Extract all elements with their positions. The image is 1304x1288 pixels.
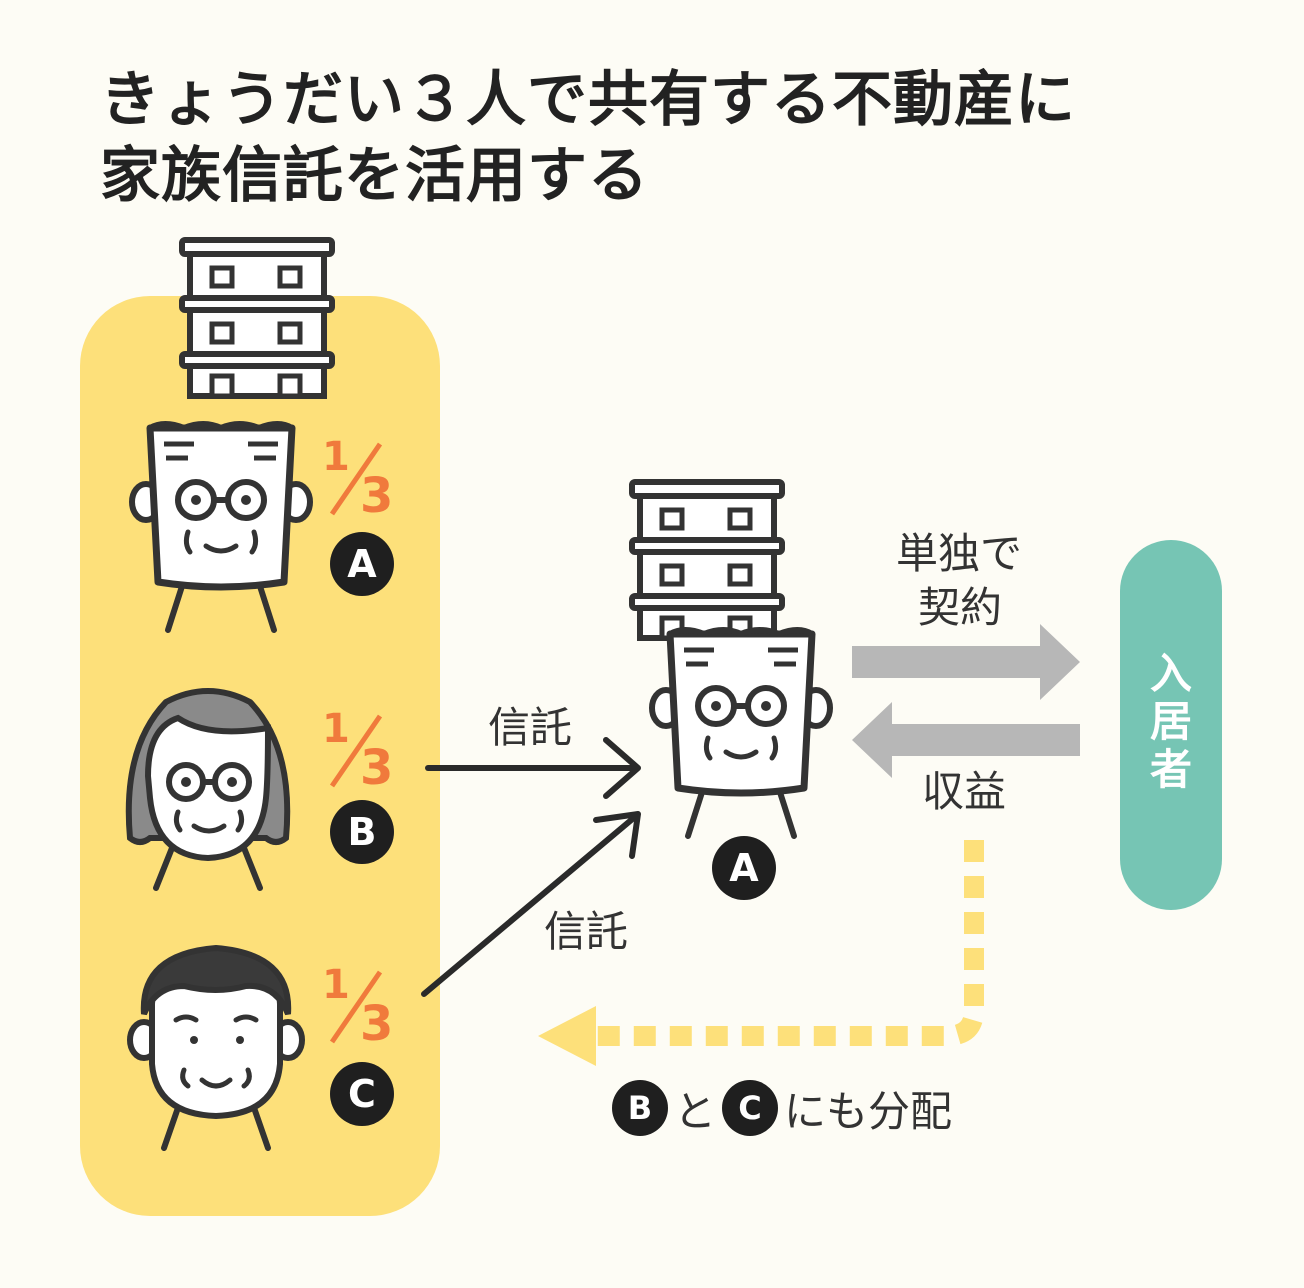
distribution-connector: と	[674, 1086, 717, 1136]
tenant-char-3: 者	[1149, 745, 1192, 794]
distribution-label: B と C にも分配	[612, 1080, 952, 1136]
distribution-badge-b: B	[612, 1080, 668, 1136]
income-label: 収益	[922, 767, 1007, 816]
fraction-c-denominator: 3	[360, 996, 394, 1052]
fraction-c-numerator: 1	[322, 962, 350, 1008]
income-arrow	[852, 702, 1080, 778]
building-icon-trust	[632, 482, 782, 638]
distribution-dashed-arrow	[538, 840, 984, 1066]
fraction-a-numerator: 1	[322, 434, 350, 480]
trust-arrow-from-c	[421, 811, 641, 997]
trustee-a-badge: A	[712, 836, 776, 900]
tenant-char-1: 入	[1149, 649, 1192, 698]
distribution-text: にも分配	[784, 1086, 953, 1136]
tenant-char-2: 居	[1149, 697, 1192, 746]
fraction-a-denominator: 3	[360, 468, 394, 524]
owner-b-badge: B	[330, 800, 394, 864]
page-title: きょうだい３人で共有する不動産に 家族信託を活用する	[100, 62, 1076, 214]
share-fraction-c: 1 3	[318, 962, 398, 1052]
contract-arrow	[852, 624, 1080, 700]
share-fraction-b: 1 3	[318, 706, 398, 796]
tenant-label: 入 居 者	[1120, 650, 1222, 794]
contract-label-line-1: 単独で	[896, 529, 1023, 578]
trust-label-b: 信託	[488, 703, 573, 752]
fraction-b-numerator: 1	[322, 706, 350, 752]
trustee-a-figure	[652, 630, 830, 836]
title-line-2: 家族信託を活用する	[100, 141, 649, 211]
title-line-1: きょうだい３人で共有する不動産に	[100, 65, 1076, 135]
owner-a-badge: A	[330, 532, 394, 596]
trust-arrow-from-b	[425, 737, 641, 799]
trust-label-c: 信託	[544, 907, 629, 956]
distribution-badge-c: C	[722, 1080, 779, 1136]
contract-label-line-2: 契約	[918, 583, 1003, 632]
share-fraction-a: 1 3	[318, 434, 398, 524]
fraction-b-denominator: 3	[360, 740, 394, 796]
owner-c-badge: C	[330, 1062, 394, 1126]
tenant-box: 入 居 者	[1120, 540, 1222, 910]
building-icon-shared	[182, 240, 332, 396]
